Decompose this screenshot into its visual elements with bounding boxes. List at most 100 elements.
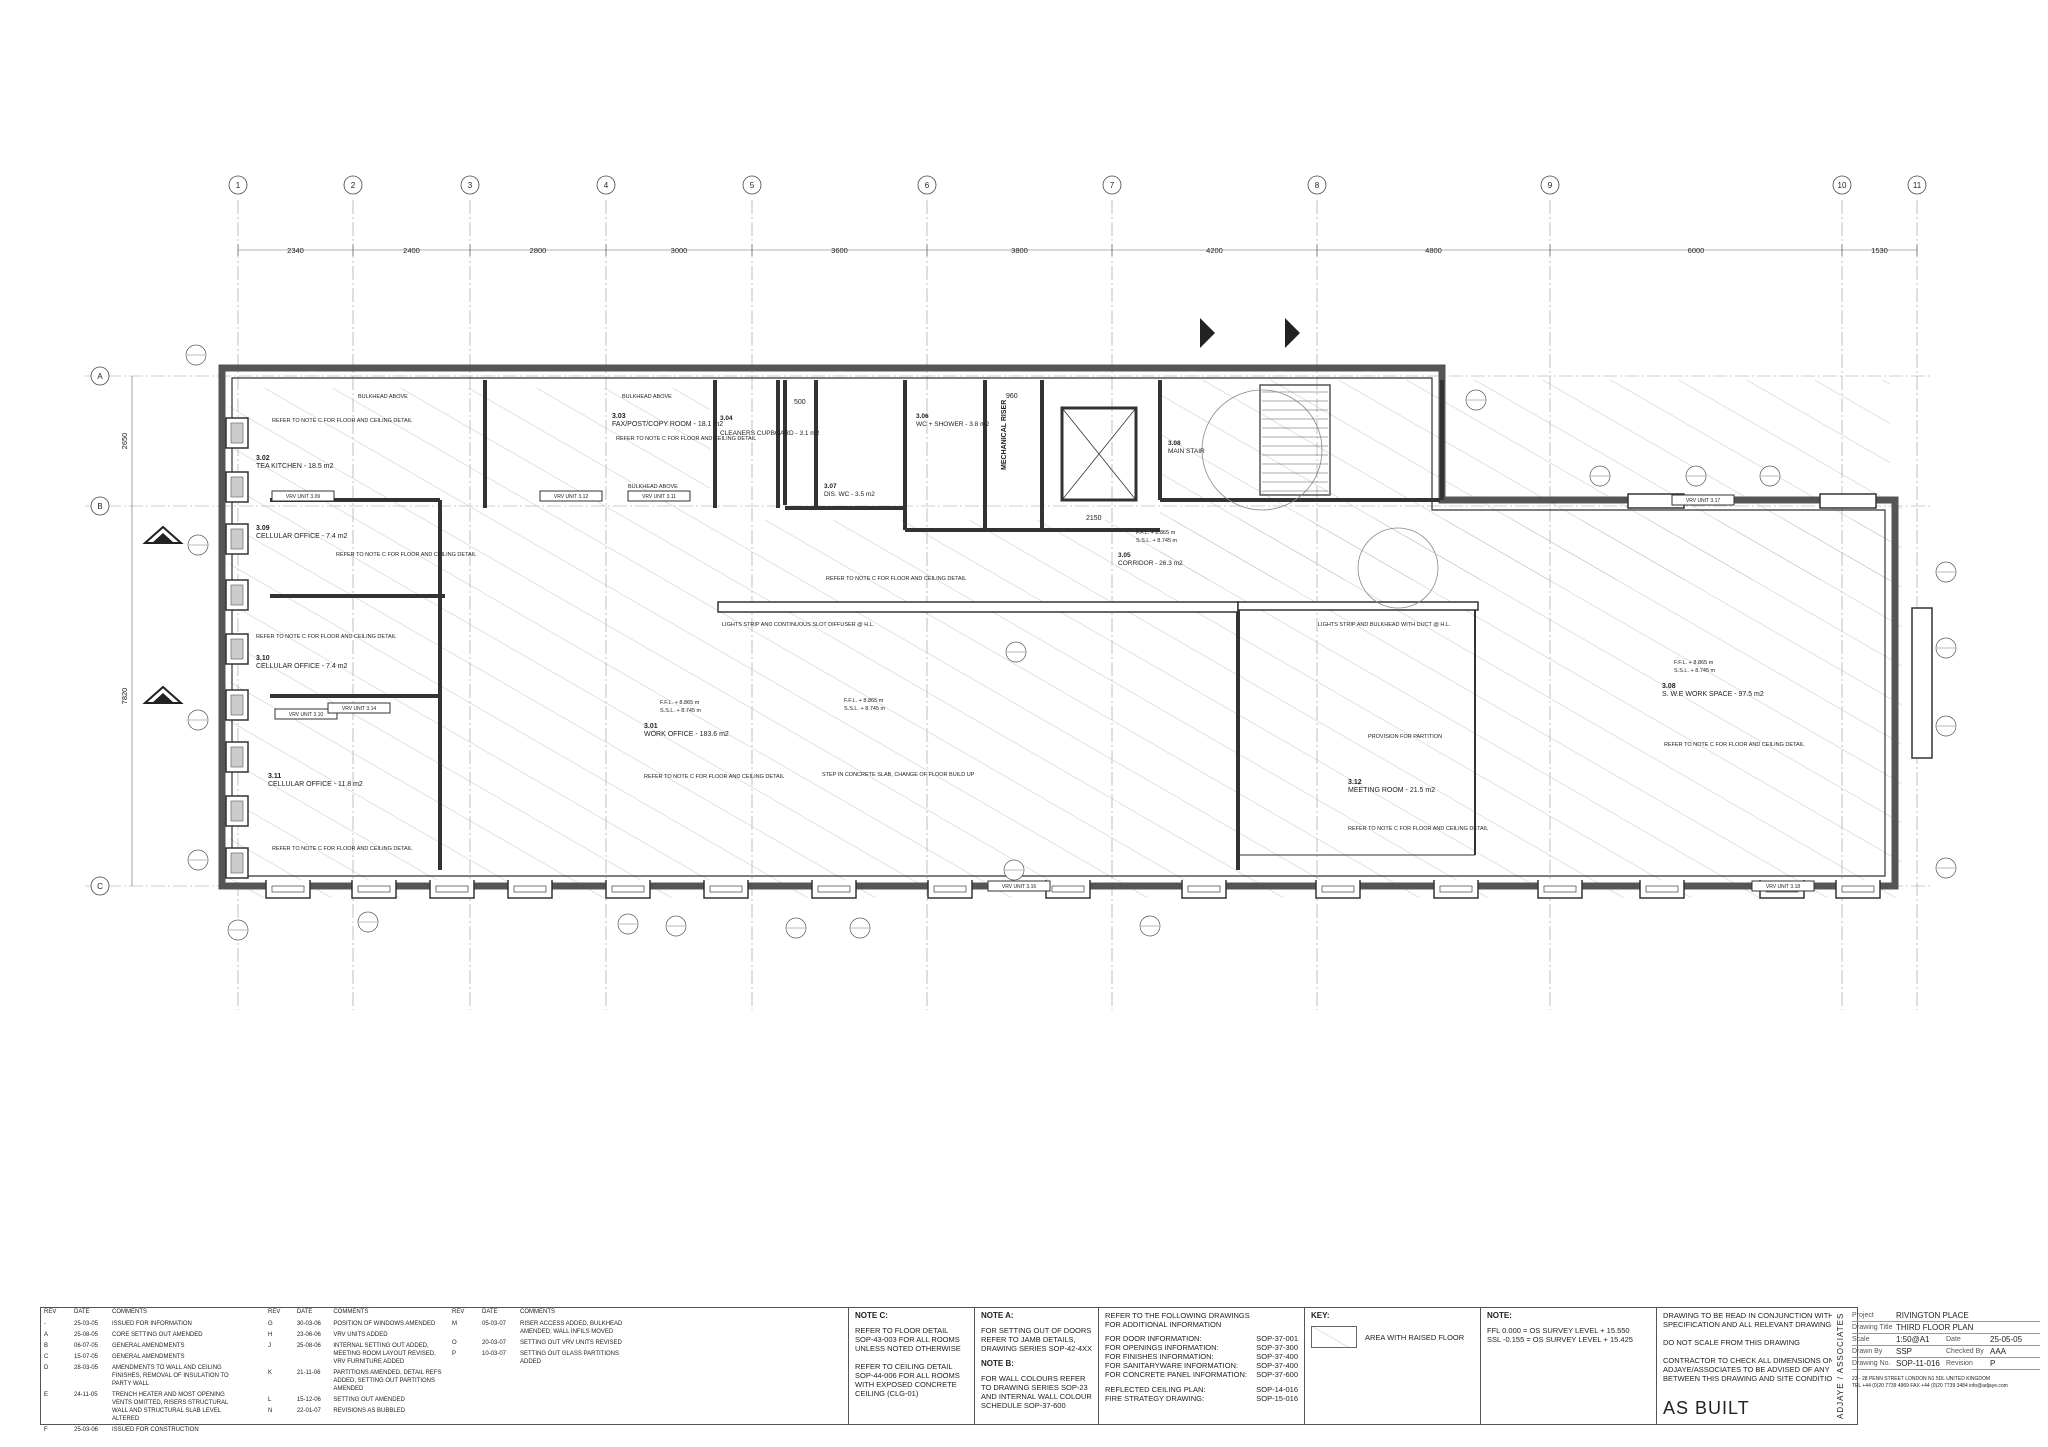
- window-bay: [811, 880, 857, 899]
- grid-label: A: [97, 372, 103, 381]
- revision-label: Revision: [1946, 1360, 1973, 1367]
- grid-bubble: [228, 175, 248, 195]
- reference-drawing: SOP-37-400: [1256, 1352, 1298, 1361]
- window-bay: [1181, 880, 1227, 899]
- grid-label: 6: [925, 181, 930, 190]
- window-bay: [1315, 880, 1361, 899]
- door-swing: [1201, 389, 1323, 511]
- window-frame: [357, 885, 391, 893]
- date-label: Date: [1946, 1336, 1961, 1343]
- window-bay: [1045, 880, 1091, 899]
- as-built-stamp: AS BUILT: [1663, 1398, 1750, 1418]
- revision-cell: O: [452, 1340, 457, 1346]
- annotation: BULKHEAD ABOVE: [358, 394, 408, 400]
- revision-cell: 15-12-06: [296, 1397, 321, 1403]
- note-line: [855, 1353, 968, 1362]
- revision-value: P: [1990, 1359, 1996, 1368]
- room-name: WC + SHOWER - 3.8 m2: [916, 421, 990, 428]
- grid-bubble: [1832, 175, 1852, 195]
- room-number: 3.09: [256, 525, 270, 532]
- project-name: RIVINGTON PLACE: [1896, 1311, 1969, 1320]
- revision-cell: 10-03-07: [482, 1351, 507, 1357]
- reference-row: FIRE STRATEGY DRAWING:SOP-15-016: [1105, 1394, 1298, 1403]
- grid-dimension: 2800: [530, 246, 547, 255]
- window-bay: [605, 880, 651, 899]
- revision-cell: -: [44, 1321, 46, 1327]
- window-bay: [927, 880, 973, 899]
- revision-cell: ISSUED FOR INFORMATION: [112, 1321, 192, 1327]
- revision-cell: F: [44, 1427, 48, 1433]
- lift-shaft: [1060, 406, 1138, 502]
- grid-label: C: [97, 882, 103, 891]
- key-title: KEY:: [1311, 1311, 1330, 1320]
- window-bay: [1433, 880, 1479, 899]
- window-frame: [933, 885, 967, 893]
- annotation: F.F.L. + 8.865 m: [844, 698, 884, 704]
- window-bay: [703, 880, 749, 899]
- grid-bubble: [1102, 175, 1122, 195]
- vrv-unit: [987, 880, 1051, 892]
- dimension: 2150: [1086, 515, 1102, 522]
- annotation: F.F.L. + 8.865 m: [660, 700, 700, 706]
- revision-cell: P: [452, 1351, 457, 1357]
- level-note-title: NOTE:: [1487, 1311, 1512, 1320]
- reference-drawing: SOP-37-001: [1256, 1334, 1298, 1343]
- window-frame: [230, 476, 244, 498]
- revision-cell: 23-06-06: [296, 1332, 321, 1338]
- room-number: 3.12: [1348, 779, 1362, 786]
- reference-row: FOR OPENINGS INFORMATION:SOP-37-300: [1105, 1343, 1298, 1352]
- grid-dimension: 2400: [403, 246, 420, 255]
- annotation: REFER TO NOTE C FOR FLOOR AND CEILING DE…: [826, 576, 966, 582]
- vrv-unit: [1671, 494, 1735, 506]
- key-box: KEY: AREA WITH RAISED FLOOR: [1304, 1307, 1480, 1425]
- window-frame: [230, 638, 244, 660]
- window-frame: [1187, 885, 1221, 893]
- room-number: 3.07: [824, 483, 837, 490]
- window-bay: [507, 880, 553, 899]
- window-bays-left: [225, 417, 249, 879]
- annotation: S.S.L. + 8.745 m: [844, 706, 886, 712]
- annotation: REFER TO NOTE C FOR FLOOR AND CEILING DE…: [272, 846, 412, 852]
- drawn-by-label: Drawn By: [1852, 1348, 1883, 1355]
- revision-cell: G: [268, 1321, 273, 1327]
- window-frame: [230, 528, 244, 550]
- date-header: DATE: [74, 1309, 90, 1315]
- annotation: STEP IN CONCRETE SLAB, CHANGE OF FLOOR B…: [822, 772, 975, 778]
- revision-cell: D: [44, 1365, 49, 1371]
- revision-cell: L: [268, 1397, 272, 1403]
- grid-bubble: [460, 175, 480, 195]
- note-line: REFER TO FLOOR DETAIL: [855, 1326, 949, 1335]
- grid-label: 2: [351, 181, 356, 190]
- grid-dimension: 3800: [1011, 246, 1028, 255]
- revision-cell: GENERAL AMENDMENTS: [112, 1354, 185, 1360]
- date-header: DATE: [482, 1309, 498, 1315]
- note-line: AND INTERNAL WALL COLOUR: [981, 1392, 1092, 1401]
- grid-label: 7: [1110, 181, 1115, 190]
- reference-label: FOR CONCRETE PANEL INFORMATION:: [1105, 1370, 1247, 1379]
- annotation: PROVISION FOR PARTITION: [1368, 734, 1442, 740]
- firm-contact: TEL +44 (0)20 7739 4969 FAX +44 (0)20 77…: [1852, 1383, 2008, 1389]
- revision-cell: B: [44, 1343, 49, 1349]
- window-frame: [230, 746, 244, 768]
- annotation: REFER TO NOTE C FOR FLOOR AND CEILING DE…: [616, 436, 756, 442]
- revision-cell: REVISIONS AS BUBBLED: [333, 1408, 406, 1414]
- window-bays-right: [1627, 493, 1933, 759]
- annotation: LIGHTS STRIP AND BULKHEAD WITH DUCT @ H.…: [1318, 622, 1451, 628]
- room-labels: 3.02 TEA KITCHEN - 18.5 m2 3.03 FAX/POST…: [256, 413, 1764, 794]
- meeting-room-partition: [1237, 601, 1479, 611]
- ffl-line: FFL 0.000 = OS SURVEY LEVEL + 15.550: [1487, 1326, 1630, 1335]
- window-frame: [817, 885, 851, 893]
- room-name: MEETING ROOM - 21.5 m2: [1348, 787, 1435, 794]
- window-bay: [1819, 493, 1877, 509]
